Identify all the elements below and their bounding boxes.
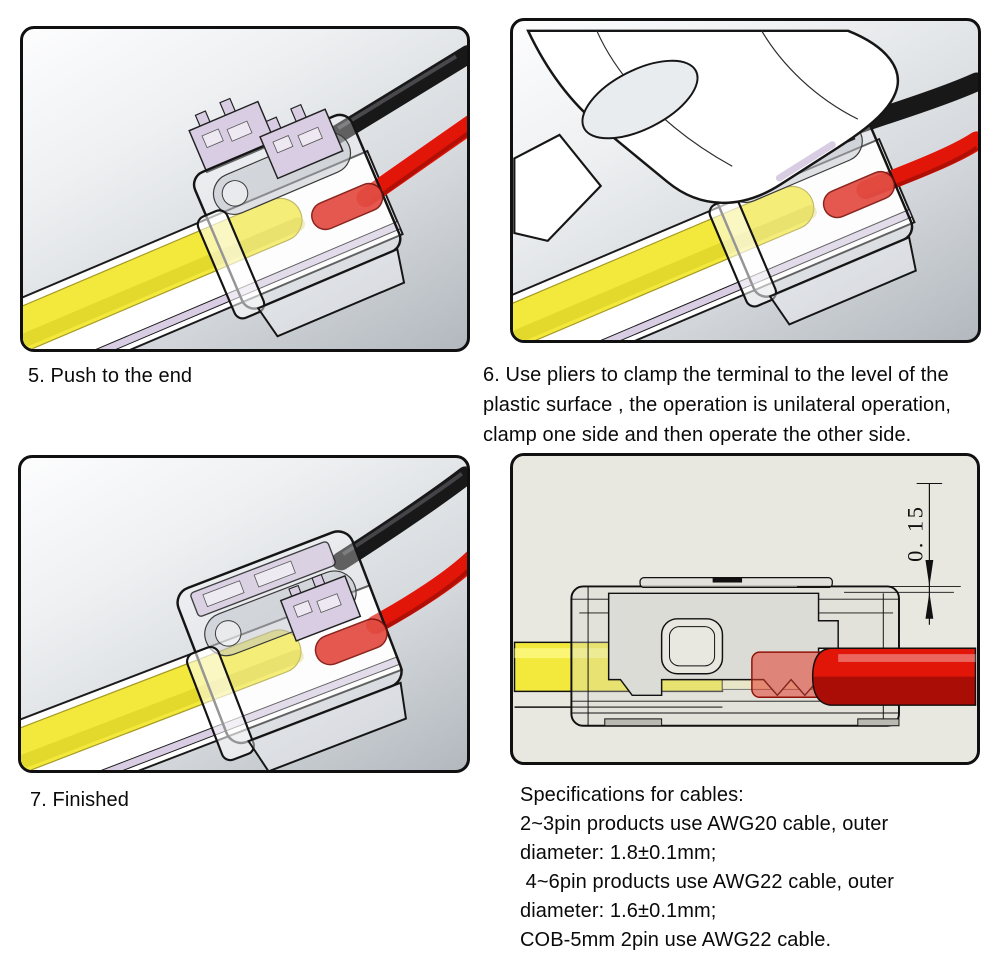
terminal-front (279, 573, 362, 642)
black-wire (331, 466, 467, 571)
red-crimp (311, 182, 384, 231)
terminal-front (259, 103, 344, 180)
red-wire (366, 551, 467, 635)
red-wire-side-view (751, 647, 977, 706)
specs-line: COB-5mm 2pin use AWG22 cable. (520, 929, 832, 951)
specs-title: Specifications for cables: (520, 784, 744, 806)
step5-render (23, 45, 467, 349)
red-crimp (314, 618, 388, 666)
caption-step5: 5. Push to the end (28, 365, 193, 387)
red-wire (356, 115, 467, 208)
step6-render (513, 29, 978, 340)
panel-step5-push-to-end (20, 26, 470, 352)
connector-clip (186, 646, 255, 762)
red-crimp (822, 170, 896, 219)
led-strip (21, 584, 404, 770)
connector-skirt (256, 247, 406, 338)
connector (188, 97, 406, 338)
spec-drawing: 0. 15 (513, 456, 977, 762)
caption-step6: 6. Use pliers to clamp the terminal to t… (483, 364, 952, 446)
pliers-jaw (513, 29, 900, 243)
caption-step7: 7. Finished (30, 789, 129, 811)
dimension-annotation: 0. 15 (796, 482, 961, 625)
connector (176, 530, 408, 770)
step7-render (21, 466, 467, 770)
dimension-label: 0. 15 (903, 505, 928, 562)
connector-skirt (768, 235, 917, 326)
connector-skirt (247, 681, 408, 770)
panel-step7-finished (18, 455, 470, 773)
specs-line: 4~6pin products use AWG22 cable, outer (520, 871, 894, 893)
panel-spec-drawing: 0. 15 (510, 453, 980, 765)
cable-specifications: Specifications for cables: 2~3pin produc… (520, 781, 992, 955)
specs-line: diameter: 1.6±0.1mm; (520, 900, 717, 922)
black-wire (326, 45, 467, 145)
specs-line: diameter: 1.8±0.1mm; (520, 842, 717, 864)
specs-line: 2~3pin products use AWG20 cable, outer (520, 813, 889, 835)
connector-clip (196, 209, 266, 320)
panel-step6-pliers (510, 18, 981, 343)
